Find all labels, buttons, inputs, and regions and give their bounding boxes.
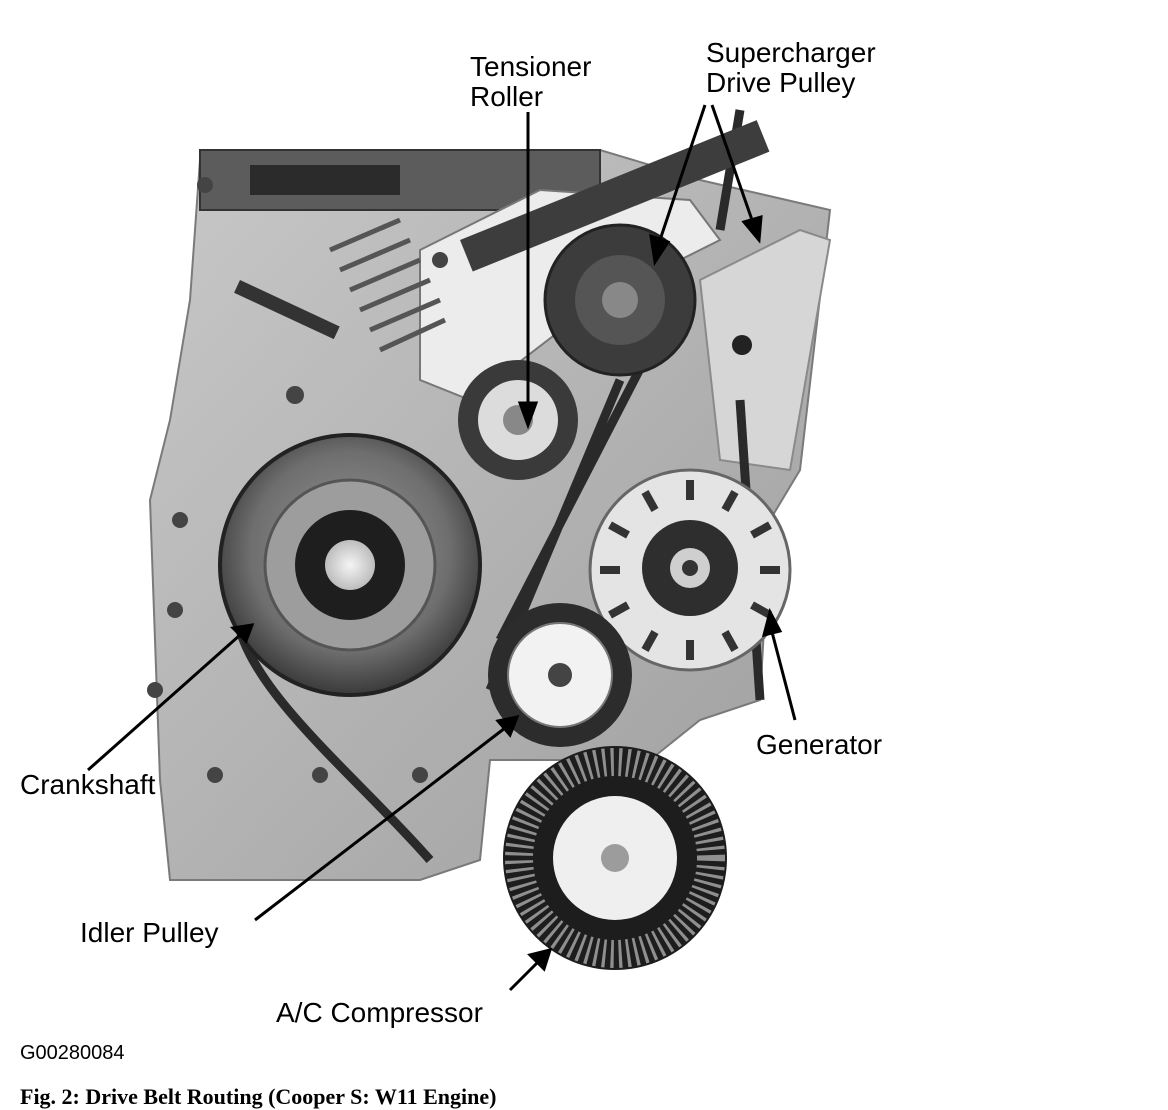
label-ac-compressor: A/C Compressor xyxy=(276,997,483,1028)
bracket-plate xyxy=(698,228,832,472)
label-supercharger-line2: Drive Pulley xyxy=(706,67,856,98)
crankshaft-pulley xyxy=(218,433,482,697)
supercharger-belt-section xyxy=(459,120,770,272)
tensioner-spring xyxy=(329,217,447,353)
label-tensioner-roller-line2: Roller xyxy=(470,81,544,112)
label-generator: Generator xyxy=(756,729,883,760)
drive-belt xyxy=(235,109,765,863)
idler-pulley-wheel xyxy=(488,603,632,747)
label-idler-pulley: Idler Pulley xyxy=(80,917,219,948)
label-tensioner-roller-line1: Tensioner xyxy=(470,51,592,82)
label-supercharger-line1: Supercharger xyxy=(706,37,876,68)
figure-id: G00280084 xyxy=(20,1042,125,1064)
label-crankshaft: Crankshaft xyxy=(20,769,156,800)
label-tensioner-roller: Tensioner Roller xyxy=(470,52,591,112)
supercharger-pulley xyxy=(543,223,697,377)
bracket-hole xyxy=(732,335,752,355)
top-housing-window xyxy=(250,165,400,195)
figure-caption: Fig. 2: Drive Belt Routing (Cooper S: W1… xyxy=(20,1084,497,1109)
spring-rod xyxy=(234,280,340,340)
generator-unit xyxy=(588,468,792,672)
tensioner-roller-pulley xyxy=(458,360,578,480)
label-supercharger-drive-pulley: Supercharger Drive Pulley xyxy=(706,38,876,98)
ac-compressor-pulley xyxy=(503,746,727,970)
